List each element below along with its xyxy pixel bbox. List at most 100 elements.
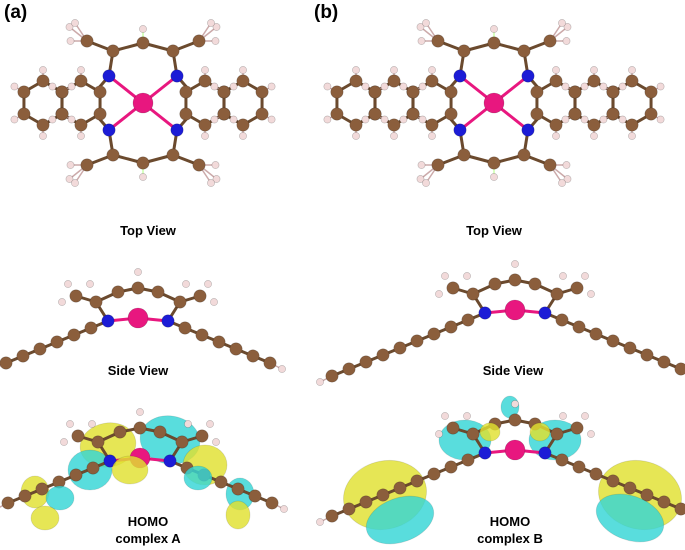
carbon-atom [543, 158, 557, 172]
hydrogen-atom [65, 23, 74, 31]
carbon-atom [80, 34, 94, 48]
orbital-lobes-front [30, 422, 665, 545]
carbon-atom [74, 74, 88, 88]
caption-homo-a-line1: HOMO [127, 514, 169, 529]
hydrogen-atom [422, 19, 430, 27]
hydrogen-atom [441, 272, 449, 280]
hydrogen-atom [587, 430, 595, 438]
carbon-atom [444, 460, 458, 474]
carbon-atom [229, 342, 243, 356]
hydrogen-atom [418, 82, 427, 91]
carbon-atom [136, 36, 150, 50]
hydrogen-atom [656, 82, 665, 91]
carbon-atom [195, 429, 209, 443]
hydrogen-atom [580, 115, 589, 124]
hydrogen-atom [39, 66, 47, 74]
hydrogen-atom [207, 179, 215, 187]
carbon-atom [393, 481, 407, 495]
carbon-atom [36, 118, 50, 132]
hydrogen-atom [280, 505, 288, 513]
hydrogen-atom [511, 260, 519, 268]
metal-atom [483, 92, 505, 114]
carbon-atom [89, 295, 103, 309]
hydrogen-atom [316, 378, 324, 386]
carbon-atom [387, 74, 401, 88]
hydrogen-atom [77, 132, 85, 140]
nitrogen-atom [170, 69, 184, 83]
caption-side-view-b: Side View [482, 363, 544, 378]
hydrogen-atom [599, 82, 608, 91]
carbon-atom [368, 107, 382, 121]
hydrogen-atom [201, 66, 209, 74]
carbon-atom [325, 509, 339, 523]
carbon-atom [640, 348, 654, 362]
carbon-atom [91, 435, 105, 449]
panel-label-a: (a) [4, 2, 28, 23]
carbon-atom [179, 85, 193, 99]
carbon-atom [368, 85, 382, 99]
carbon-atom [17, 107, 31, 121]
carbon-atom [572, 320, 586, 334]
hydrogen-atom [628, 132, 636, 140]
nitrogen-atom [102, 123, 116, 137]
hydrogen-atom [558, 179, 566, 187]
hydrogen-atom [428, 132, 436, 140]
carbon-atom [50, 335, 64, 349]
hydrogen-atom [422, 179, 430, 187]
carbon-atom [16, 349, 30, 363]
hydrogen-atom [580, 82, 589, 91]
hydrogen-atom [210, 298, 218, 306]
carbon-atom [461, 313, 475, 327]
hydrogen-atom [417, 161, 426, 169]
hydrogen-atom [66, 161, 75, 169]
carbon-atom [550, 427, 564, 441]
hydrogen-atom [581, 272, 589, 280]
carbon-atom [55, 85, 69, 99]
hydrogen-atom [60, 438, 68, 446]
hydrogen-atom [463, 272, 471, 280]
carbon-atom [406, 85, 420, 99]
hydrogen-atom [65, 175, 74, 183]
hydrogen-atom [399, 115, 408, 124]
carbon-atom [35, 482, 49, 496]
carbon-atom [606, 474, 620, 488]
carbon-atom [0, 356, 13, 370]
hydrogen-atom [435, 290, 443, 298]
hydrogen-atom [212, 175, 221, 183]
hydrogen-atom [184, 420, 192, 428]
carbon-atom [393, 341, 407, 355]
carbon-atom [231, 482, 245, 496]
carbon-atom [17, 85, 31, 99]
nitrogen-atom [170, 123, 184, 137]
carbon-atom [549, 118, 563, 132]
nitrogen-atom [521, 69, 535, 83]
carbon-atom [74, 118, 88, 132]
carbon-atom [136, 156, 150, 170]
carbon-atom [248, 489, 262, 503]
carbon-atom [457, 148, 471, 162]
carbon-atom [325, 369, 339, 383]
carbon-atom [198, 118, 212, 132]
hydrogen-atom [39, 132, 47, 140]
carbon-atom [657, 495, 671, 509]
hydrogen-atom [563, 175, 572, 183]
nitrogen-atom [453, 123, 467, 137]
hydrogen-atom [416, 23, 425, 31]
carbon-atom [217, 107, 231, 121]
hydrogen-atom [66, 420, 74, 428]
carbon-atom [18, 489, 32, 503]
carbon-atom [36, 74, 50, 88]
hydrogen-atom [211, 37, 220, 45]
carbon-atom [166, 44, 180, 58]
hydrogen-atom [48, 115, 57, 124]
carbon-atom [606, 85, 620, 99]
carbon-atom [265, 496, 279, 510]
carbon-atom [376, 348, 390, 362]
carbon-atom [466, 427, 480, 441]
hydrogen-atom [71, 179, 79, 187]
metal-atom [132, 92, 154, 114]
hydrogen-atom [628, 66, 636, 74]
carbon-atom [387, 118, 401, 132]
carbon-atom [175, 435, 189, 449]
